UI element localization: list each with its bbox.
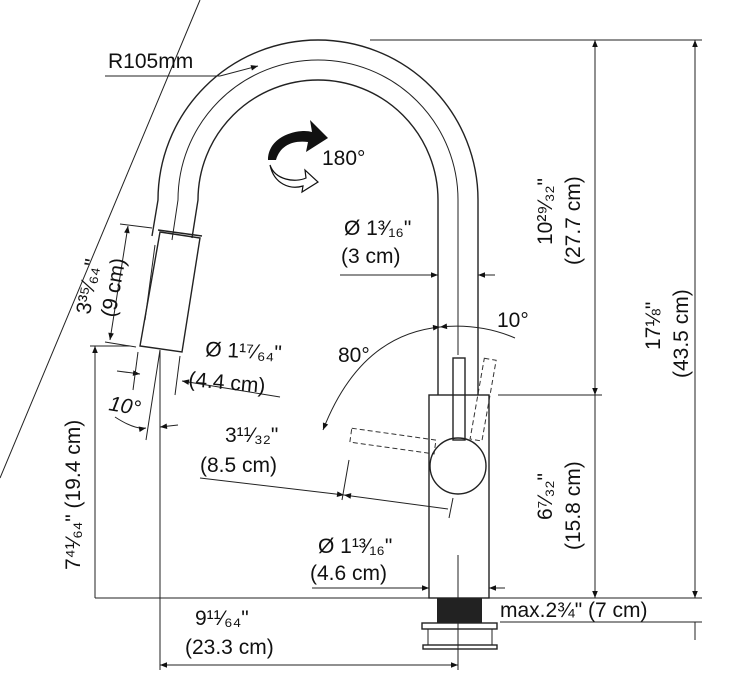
mount-thickness: max.2¾" (7 cm) bbox=[500, 599, 647, 622]
spout-height-in: 10²⁹⁄₃₂" bbox=[534, 178, 557, 245]
lever-angle-large: 80° bbox=[338, 344, 370, 367]
lever-angle-small: 10° bbox=[497, 309, 529, 332]
spout-outer bbox=[151, 39, 479, 395]
threaded-shank bbox=[437, 598, 482, 623]
spray-angle: 10° bbox=[107, 392, 142, 420]
body-height-in: 6⁷⁄₃₂" bbox=[534, 473, 557, 520]
rotation-label: 180° bbox=[322, 147, 365, 170]
spout-diameter-cm: (3 cm) bbox=[341, 245, 401, 268]
radius-label: R105mm bbox=[108, 50, 193, 73]
lever-side-position bbox=[349, 427, 437, 455]
hand-spray-joint bbox=[157, 229, 203, 237]
body-diameter-cm: (4.6 cm) bbox=[310, 562, 387, 585]
lever bbox=[452, 357, 466, 441]
mounting-plate bbox=[421, 622, 498, 630]
rotation-arrow-icon bbox=[268, 120, 328, 194]
lever-alt-position bbox=[469, 357, 497, 442]
body-height-cm: (15.8 cm) bbox=[562, 461, 585, 550]
spray-diameter-cm: (4.4 cm) bbox=[188, 368, 267, 398]
hand-spray-detail bbox=[144, 244, 156, 321]
spray-clearance: 7⁴¹⁄₆₄" (19.4 cm) bbox=[62, 420, 85, 570]
spout-height-cm: (27.7 cm) bbox=[562, 176, 585, 265]
lever-knob bbox=[429, 437, 487, 495]
total-height-in: 17⅛" bbox=[642, 302, 665, 350]
reach-in: 9¹¹⁄₆₄" bbox=[195, 607, 249, 630]
total-height-cm: (43.5 cm) bbox=[670, 289, 693, 378]
faucet-outline bbox=[139, 39, 498, 670]
spout-diameter-in: Ø 1³⁄₁₆" bbox=[344, 217, 411, 240]
faucet-body bbox=[428, 394, 490, 599]
lever-length-in: 3¹¹⁄₃₂" bbox=[225, 424, 278, 447]
body-diameter-in: Ø 1¹³⁄₁₆" bbox=[318, 535, 392, 558]
dimension-lines bbox=[0, 0, 702, 670]
spout-center bbox=[171, 59, 459, 355]
spray-diameter-in: Ø 1¹⁷⁄₆₄" bbox=[205, 338, 283, 365]
spout-inner bbox=[191, 79, 439, 395]
mounting-nut bbox=[422, 644, 498, 650]
reach-cm: (23.3 cm) bbox=[185, 636, 274, 659]
lever-length-cm: (8.5 cm) bbox=[200, 454, 277, 477]
